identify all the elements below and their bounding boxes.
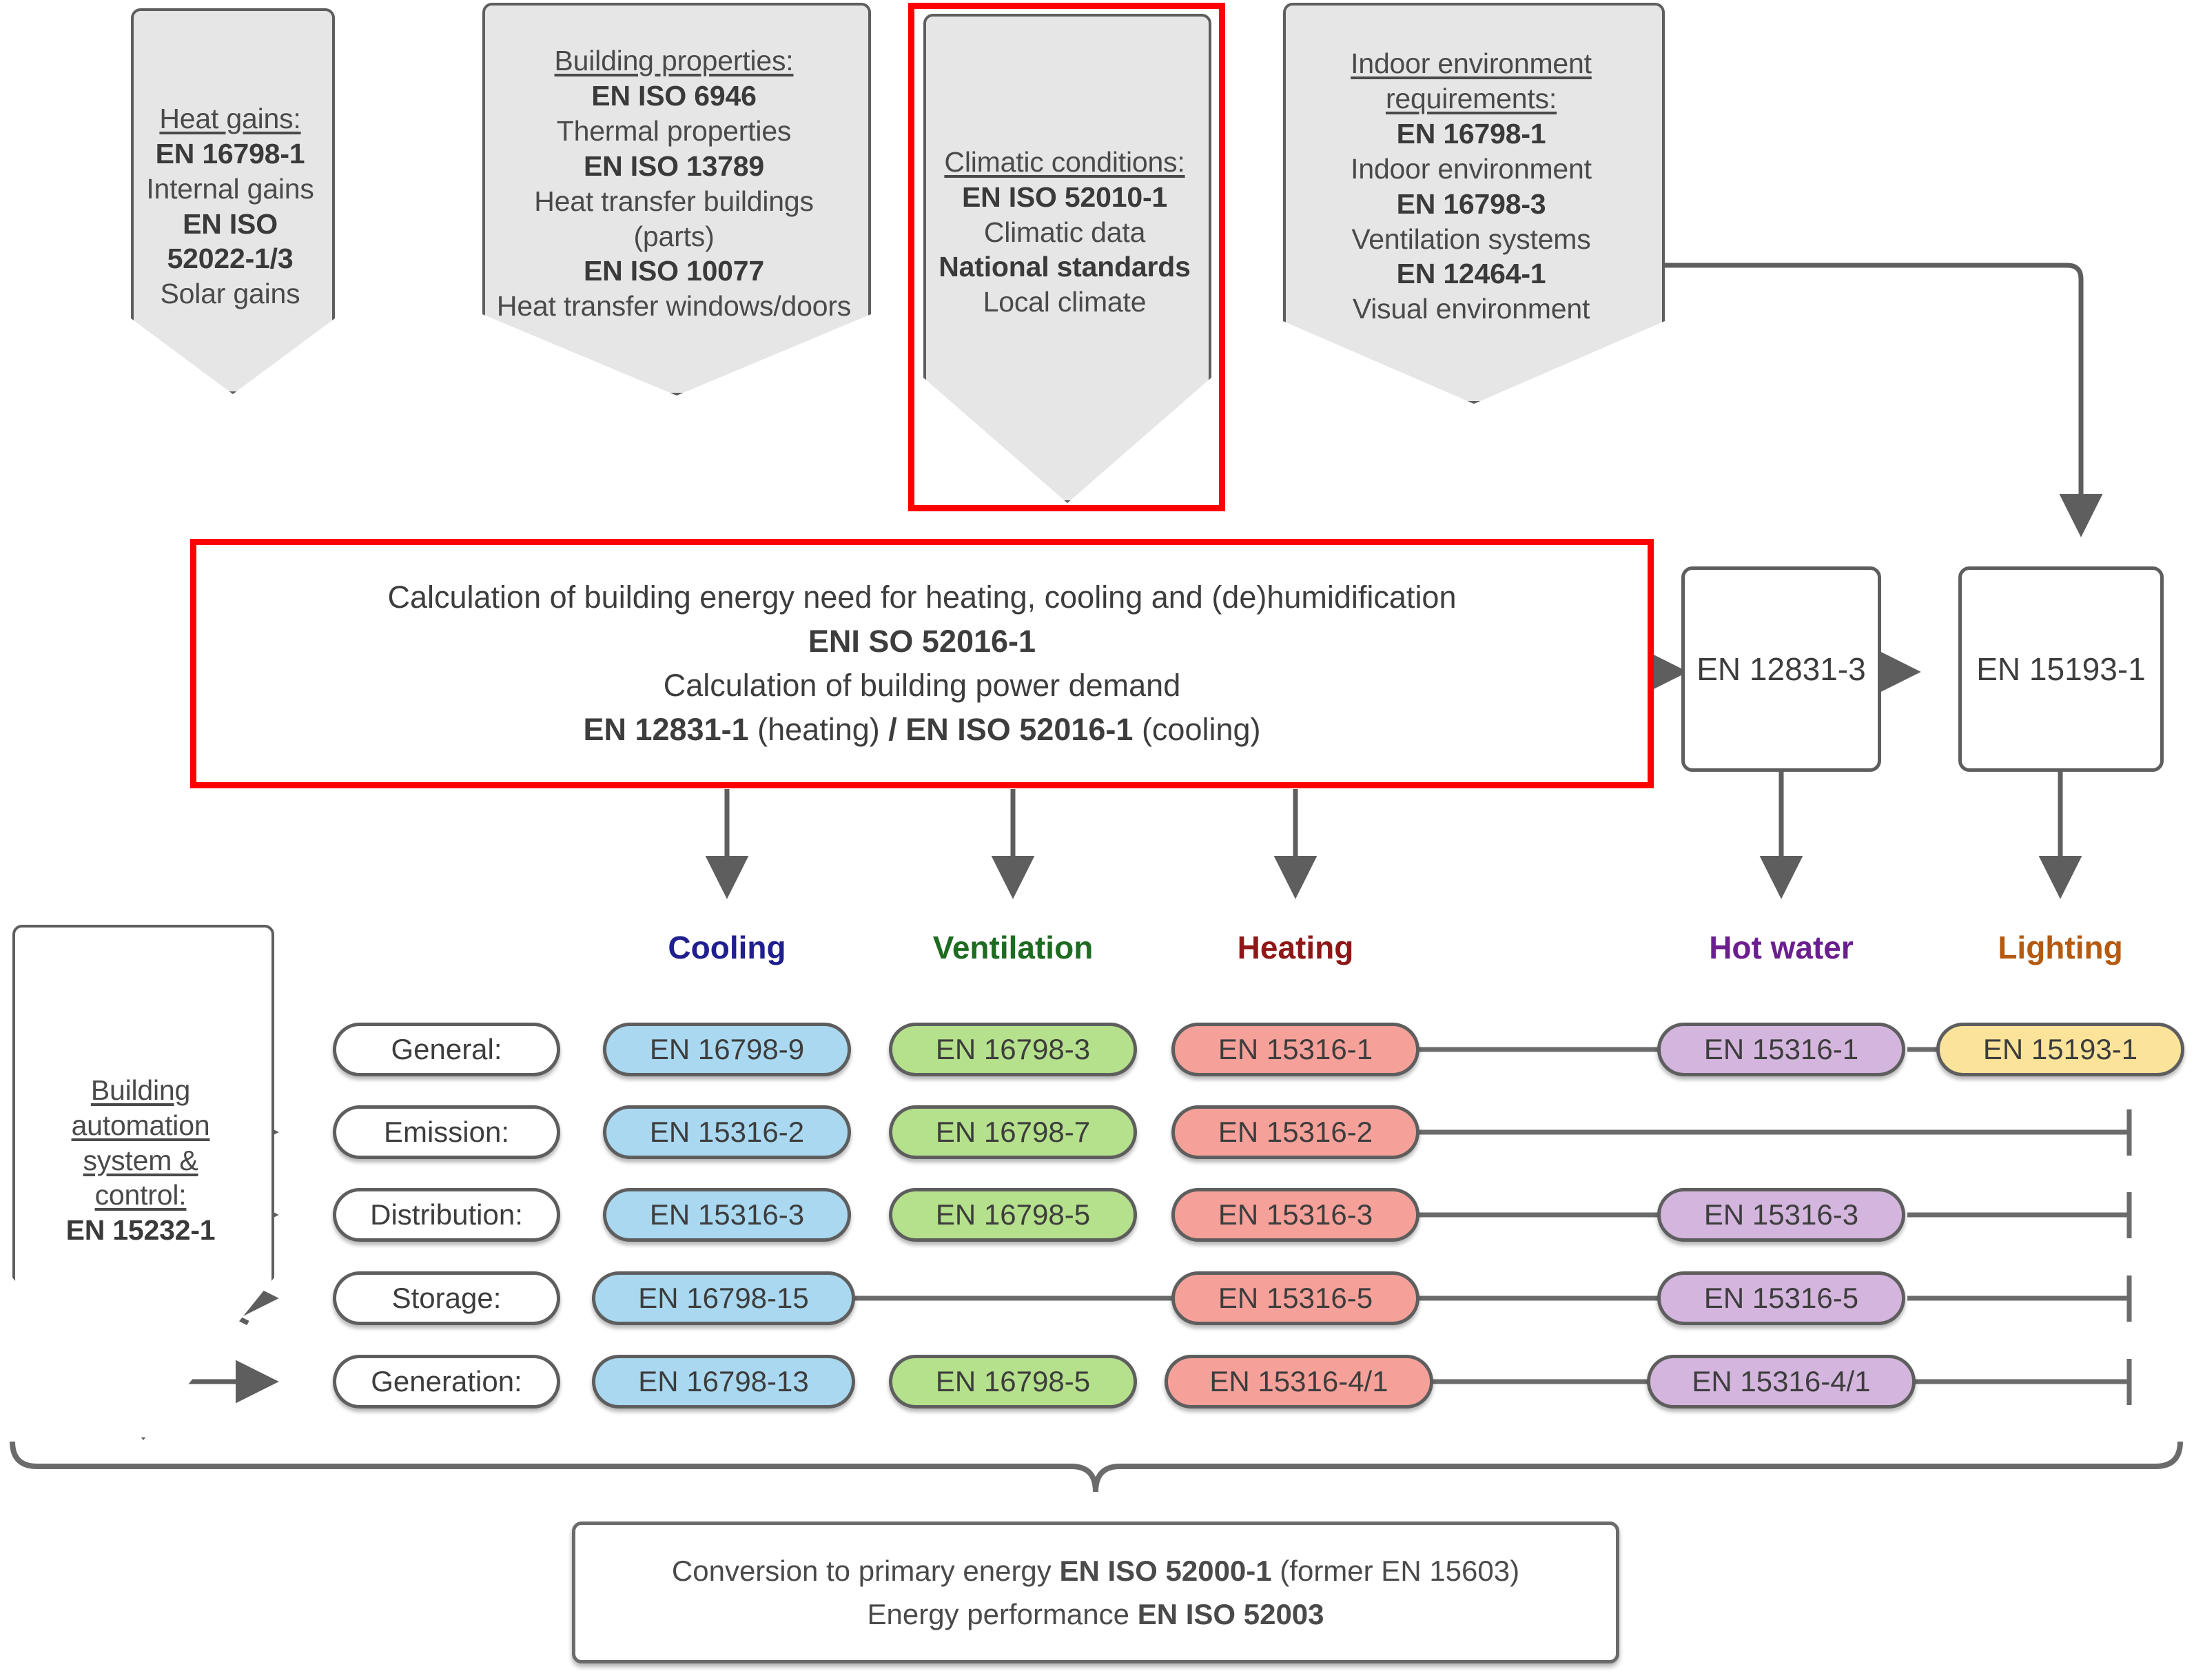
cell-emission-cooling: EN 15316-2	[603, 1105, 851, 1159]
row-label-emission: Emission:	[333, 1105, 560, 1159]
conversion-box-text: Conversion to primary energy EN ISO 5200…	[672, 1549, 1519, 1636]
conversion-line-2: Energy performance EN ISO 52003	[867, 1598, 1324, 1630]
conversion-line-1: Conversion to primary energy EN ISO 5200…	[671, 1555, 1520, 1587]
cell-general-heating: EN 15316-1	[1171, 1023, 1419, 1076]
cell-distribution-hot-water: EN 15316-3	[1657, 1188, 1905, 1242]
banner-line: Solar gains	[160, 278, 300, 310]
banner-line: EN 16798-1	[155, 137, 305, 170]
cell-generation-hot-water: EN 15316-4/1	[1647, 1355, 1916, 1408]
calculation-box: Calculation of building energy need for …	[190, 539, 1654, 788]
calc-line-4: EN 12831-1 (heating) / EN ISO 52016-1 (c…	[583, 711, 1261, 747]
cell-general-hot-water: EN 15316-1	[1657, 1023, 1905, 1076]
banner-shape	[1283, 3, 1665, 404]
bas-heading-line: control:	[94, 1179, 187, 1211]
bas-standard: EN 15232-1	[65, 1214, 216, 1247]
input-banner-climatic-conditions: Climatic conditions: EN ISO 52010-1 Clim…	[923, 14, 1206, 498]
banner-line: EN ISO 13789	[584, 150, 764, 182]
banner-line: EN 16798-3	[1396, 187, 1546, 220]
cell-general-ventilation: EN 16798-3	[889, 1023, 1137, 1076]
cell-storage-cooling: EN 16798-15	[592, 1271, 855, 1325]
calculation-box-text: Calculation of building energy need for …	[387, 575, 1456, 752]
banner-line: National standards	[939, 251, 1191, 283]
banner-line: Visual environment	[1352, 293, 1590, 325]
conversion-box: Conversion to primary energy EN ISO 5200…	[572, 1522, 1619, 1663]
side-box-label: EN 12831-3	[1696, 651, 1866, 687]
bas-heading-line: Building	[90, 1074, 191, 1106]
banner-line: Indoor environment	[1351, 152, 1592, 185]
banner-text: Building automation system & control: EN…	[12, 1073, 269, 1287]
side-box-en-12831-3: EN 12831-3	[1681, 566, 1881, 772]
banner-line: EN ISO 6946	[591, 80, 757, 112]
cell-generation-heating: EN 15316-4/1	[1165, 1355, 1433, 1408]
cell-distribution-cooling: EN 15316-3	[603, 1188, 851, 1242]
banner-text: Building properties: EN ISO 6946 Thermal…	[482, 43, 865, 390]
banner-text: Heat gains: EN 16798-1 Internal gains EN…	[131, 101, 329, 389]
cell-emission-ventilation: EN 16798-7	[889, 1105, 1137, 1159]
cell-distribution-ventilation: EN 16798-5	[889, 1188, 1137, 1242]
banner-line: EN ISO 52022-1/3	[167, 207, 294, 275]
banner-line: EN 12464-1	[1396, 258, 1546, 290]
cell-distribution-heating: EN 15316-3	[1171, 1188, 1419, 1242]
banner-line: EN 16798-1	[1396, 118, 1546, 150]
cell-storage-hot-water: EN 15316-5	[1657, 1271, 1905, 1325]
banner-line: EN ISO 10077	[584, 255, 764, 287]
building-automation-banner: Building automation system & control: EN…	[12, 925, 269, 1435]
bas-heading-line: system &	[83, 1144, 198, 1176]
cell-general-lighting: EN 15193-1	[1936, 1023, 2184, 1076]
cell-generation-cooling: EN 16798-13	[592, 1355, 855, 1408]
banner-line: Internal gains	[146, 172, 314, 205]
column-header-hot-water: Hot water	[1709, 930, 1854, 965]
column-header-cooling: Cooling	[668, 930, 786, 965]
banner-line: EN ISO 52010-1	[961, 181, 1168, 213]
row-label-generation: Generation:	[333, 1355, 560, 1408]
banner-shape	[482, 3, 871, 396]
cell-generation-ventilation: EN 16798-5	[889, 1355, 1137, 1408]
cell-storage-heating: EN 15316-5	[1171, 1271, 1419, 1325]
banner-heading: Indoor environment requirements:	[1351, 48, 1592, 115]
wire-indoor-to-lighting	[1659, 263, 2103, 537]
banner-heading: Heat gains:	[159, 103, 301, 135]
banner-shape	[131, 8, 335, 394]
highlight-frame-climatic	[908, 3, 1225, 511]
calc-line-2: ENI SO 52016-1	[808, 624, 1036, 659]
row-label-storage: Storage:	[333, 1271, 560, 1325]
bas-heading-line: automation	[71, 1109, 210, 1141]
banner-heading: Climatic conditions:	[944, 145, 1185, 178]
banner-line: Ventilation systems	[1351, 223, 1591, 255]
banner-line: Thermal properties	[556, 115, 792, 147]
banner-heading: Building properties:	[554, 45, 794, 77]
column-header-heating: Heating	[1237, 930, 1354, 965]
banner-line: Heat transfer buildings (parts)	[534, 185, 814, 252]
side-box-en-15193-1: EN 15193-1	[1958, 566, 2164, 772]
input-banner-building-properties: Building properties: EN ISO 6946 Thermal…	[482, 3, 865, 390]
bottom-curly-brace	[10, 1441, 2183, 1493]
banner-text: Climatic conditions: EN ISO 52010-1 Clim…	[923, 145, 1206, 498]
cell-general-cooling: EN 16798-9	[603, 1023, 851, 1076]
cell-emission-heating: EN 15316-2	[1171, 1105, 1419, 1159]
banner-line: Climatic data	[983, 216, 1146, 248]
banner-text: Indoor environment requirements: EN 1679…	[1283, 46, 1659, 398]
input-banner-indoor-environment: Indoor environment requirements: EN 1679…	[1283, 3, 1659, 398]
row-label-general: General:	[333, 1023, 560, 1076]
calc-line-3: Calculation of building power demand	[663, 668, 1181, 703]
banner-line: Local climate	[983, 286, 1147, 318]
input-banner-heat-gains: Heat gains: EN 16798-1 Internal gains EN…	[131, 8, 329, 389]
banner-line: Heat transfer windows/doors	[496, 290, 852, 322]
row-label-distribution: Distribution:	[333, 1188, 560, 1242]
side-box-label: EN 15193-1	[1976, 651, 2146, 687]
column-header-ventilation: Ventilation	[932, 930, 1094, 965]
column-header-lighting: Lighting	[1998, 930, 2123, 965]
calc-line-1: Calculation of building energy need for …	[387, 580, 1457, 615]
